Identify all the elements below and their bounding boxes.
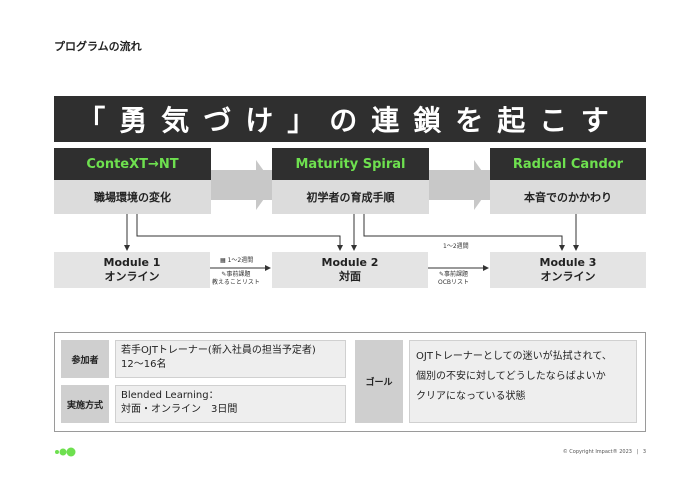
calendar-icon: ▦ bbox=[220, 257, 226, 264]
banner-title: 「勇気づけ」の連鎖を起こす bbox=[54, 96, 646, 142]
stage-name: Radical Candor bbox=[490, 148, 646, 180]
footer-copyright: © Copyright Impact® 2023 | 3 bbox=[562, 449, 646, 455]
transition-1-period: ▦ 1〜2週間 bbox=[220, 257, 254, 264]
stage-radical-candor: Radical Candor 本音でのかかわり bbox=[490, 148, 646, 214]
arrow-stage2-module3 bbox=[363, 214, 565, 251]
transition-1-task: ✎事前課題 教えることリスト bbox=[212, 271, 260, 286]
pencil-icon: ✎ bbox=[221, 271, 227, 278]
module-mode: 対面 bbox=[339, 270, 361, 283]
module-3: Module 3 オンライン bbox=[490, 252, 646, 288]
stage-name: ConteXT→NT bbox=[54, 148, 211, 180]
transition-2-task: ✎事前課題 OCBリスト bbox=[438, 271, 470, 286]
format-value: Blended Learning： 対面・オンライン 3日間 bbox=[115, 385, 346, 423]
module-1: Module 1 オンライン bbox=[54, 252, 210, 288]
participants-value: 若手OJTトレーナー(新入社員の担当予定者) 12〜16名 bbox=[115, 340, 346, 378]
module-2: Module 2 対面 bbox=[272, 252, 428, 288]
module-title: Module 1 bbox=[103, 256, 161, 269]
arrow-stage1-module2 bbox=[136, 214, 343, 251]
page-number: 3 bbox=[642, 449, 646, 455]
stage-subtitle: 職場環境の変化 bbox=[54, 180, 211, 214]
transition-2-period: 1〜2週間 bbox=[443, 243, 469, 250]
module-title: Module 3 bbox=[539, 256, 597, 269]
flow-arrow-tip-2 bbox=[256, 160, 274, 210]
stage-name: Maturity Spiral bbox=[272, 148, 429, 180]
impact-logo-icon bbox=[55, 447, 76, 457]
page-title: プログラムの流れ bbox=[54, 40, 142, 53]
goal-label: ゴール bbox=[355, 340, 403, 423]
flow-arrow-tip-1 bbox=[474, 160, 492, 210]
module-title: Module 2 bbox=[321, 256, 379, 269]
format-label: 実施方式 bbox=[61, 385, 109, 423]
participants-label: 参加者 bbox=[61, 340, 109, 378]
stage-context: ConteXT→NT 職場環境の変化 bbox=[54, 148, 211, 214]
pencil-icon: ✎ bbox=[438, 271, 445, 278]
module-mode: オンライン bbox=[104, 270, 160, 283]
goal-value: OJTトレーナーとしての迷いが払拭されて、 個別の不安に対してどうしたならばよい… bbox=[409, 340, 637, 423]
stage-maturity-spiral: Maturity Spiral 初学者の育成手順 bbox=[272, 148, 429, 214]
module-mode: オンライン bbox=[540, 270, 596, 283]
stage-subtitle: 本音でのかかわり bbox=[490, 180, 646, 214]
stage-subtitle: 初学者の育成手順 bbox=[272, 180, 429, 214]
